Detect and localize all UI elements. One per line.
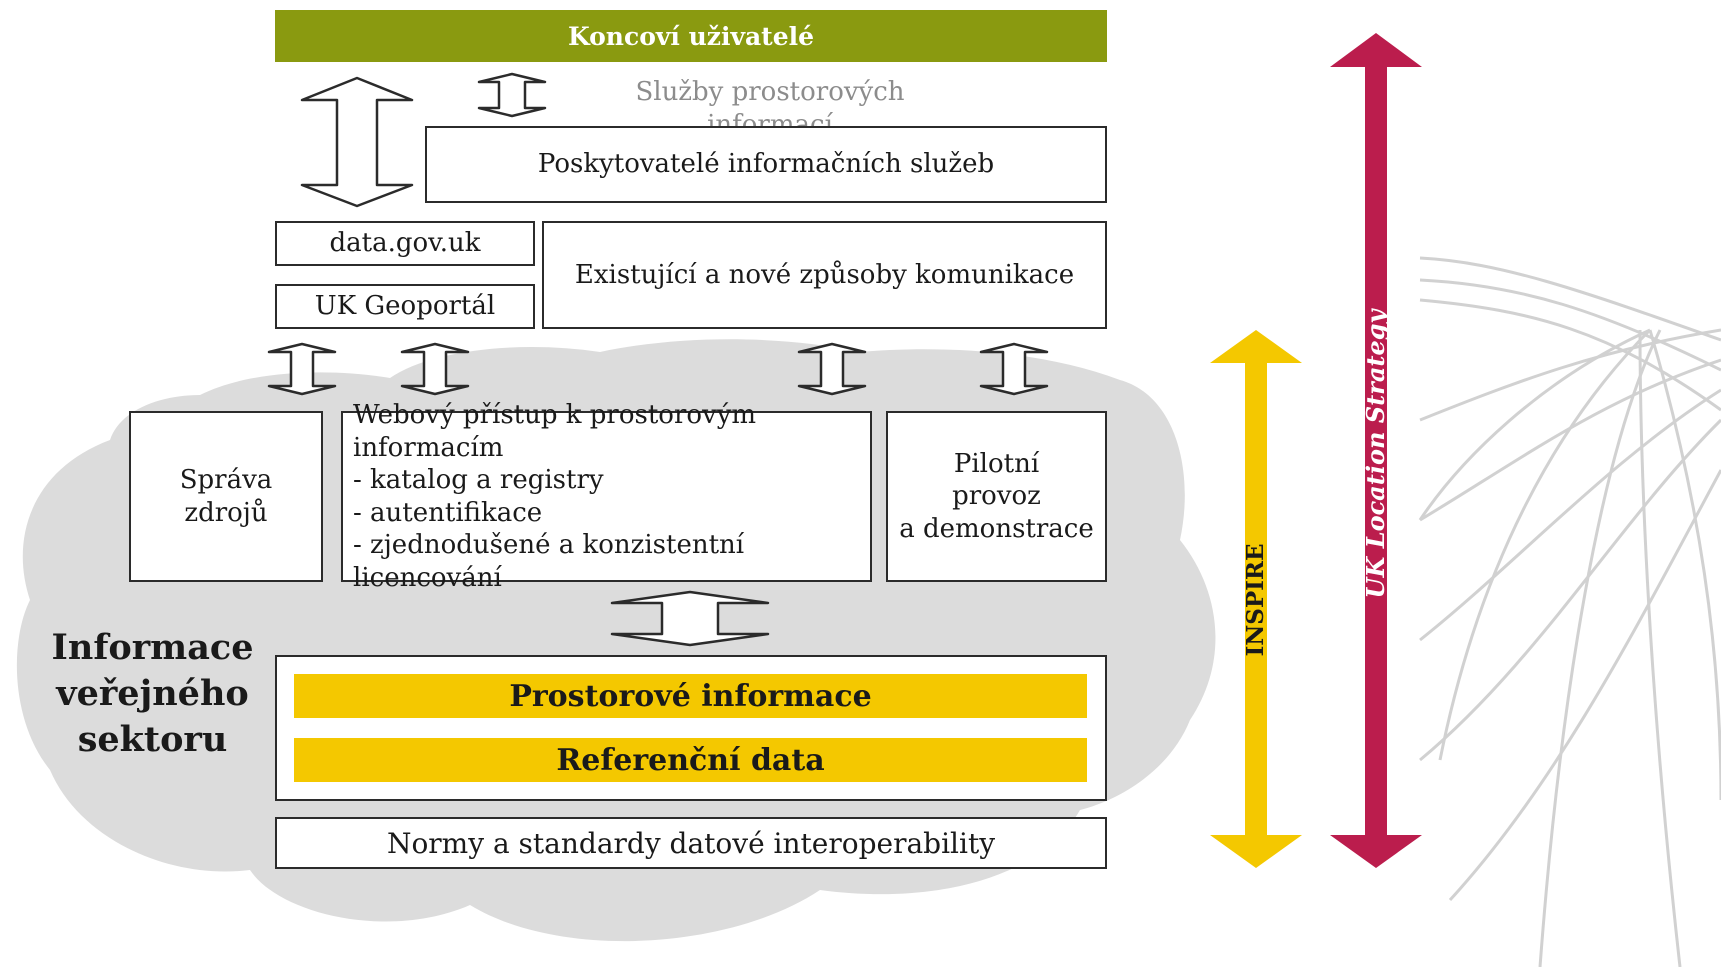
uk-location-arrow-icon <box>1330 33 1422 868</box>
services-label: Služby prostorových informací <box>635 77 905 140</box>
reference-data-bar: Referenční data <box>294 738 1087 782</box>
communication-label: Existující a nové způsoby komunikace <box>574 259 1075 290</box>
resource-management-line2: zdrojů <box>184 497 268 528</box>
pilot-line2: provoz <box>952 481 1041 512</box>
providers-box: Poskytovatelé informačních služeb <box>425 126 1107 203</box>
web-access-item: - zjednodušené a konzistentní licencován… <box>353 530 745 593</box>
double-arrow-icon <box>610 590 770 647</box>
web-access-item: - autentifikace <box>353 497 543 528</box>
communication-box: Existující a nové způsoby komunikace <box>542 221 1107 329</box>
geoportal-label: UK Geoportál <box>314 291 496 322</box>
double-arrow-icon <box>300 76 414 208</box>
double-arrow-icon <box>979 342 1049 396</box>
resource-management-line1: Správa <box>179 465 273 495</box>
pilot-line3: a demonstrace <box>899 513 1094 544</box>
globe-grid-icon <box>1418 256 1721 967</box>
double-arrow-icon <box>267 342 337 396</box>
web-access-item: - katalog a registry <box>353 465 604 495</box>
standards-label: Normy a standardy datové interoperabilit… <box>386 826 996 860</box>
standards-box: Normy a standardy datové interoperabilit… <box>275 817 1107 869</box>
data-gov-label: data.gov.uk <box>329 228 481 259</box>
web-access-title: Webový přístup k prostorovým informacím <box>353 400 757 463</box>
public-sector-label: Informace veřejného sektoru <box>40 625 265 763</box>
geoportal-box: UK Geoportál <box>275 284 535 329</box>
header-bar: Koncoví uživatelé <box>275 10 1107 62</box>
spatial-info-bar: Prostorové informace <box>294 674 1087 718</box>
web-access-box: Webový přístup k prostorovým informacím … <box>341 400 872 593</box>
pilot-box: Pilotní provoz a demonstrace <box>886 411 1107 582</box>
uk-location-label: UK Location Strategy <box>1361 309 1390 599</box>
pilot-line1: Pilotní <box>953 448 1040 479</box>
header-title: Koncoví uživatelé <box>567 21 815 51</box>
double-arrow-icon <box>477 72 547 118</box>
public-sector-line1: Informace <box>51 627 254 668</box>
data-gov-box: data.gov.uk <box>275 221 535 266</box>
inspire-label: INSPIRE <box>1242 543 1269 657</box>
public-sector-line2: veřejného <box>56 673 249 714</box>
reference-data-label: Referenční data <box>556 742 825 778</box>
resource-management-box: Správa zdrojů <box>129 411 323 582</box>
double-arrow-icon <box>797 342 867 396</box>
double-arrow-icon <box>400 342 470 396</box>
providers-label: Poskytovatelé informačních služeb <box>537 149 995 180</box>
public-sector-line3: sektoru <box>77 719 228 760</box>
spatial-info-label: Prostorové informace <box>509 678 872 714</box>
inspire-arrow-icon <box>1210 330 1302 868</box>
